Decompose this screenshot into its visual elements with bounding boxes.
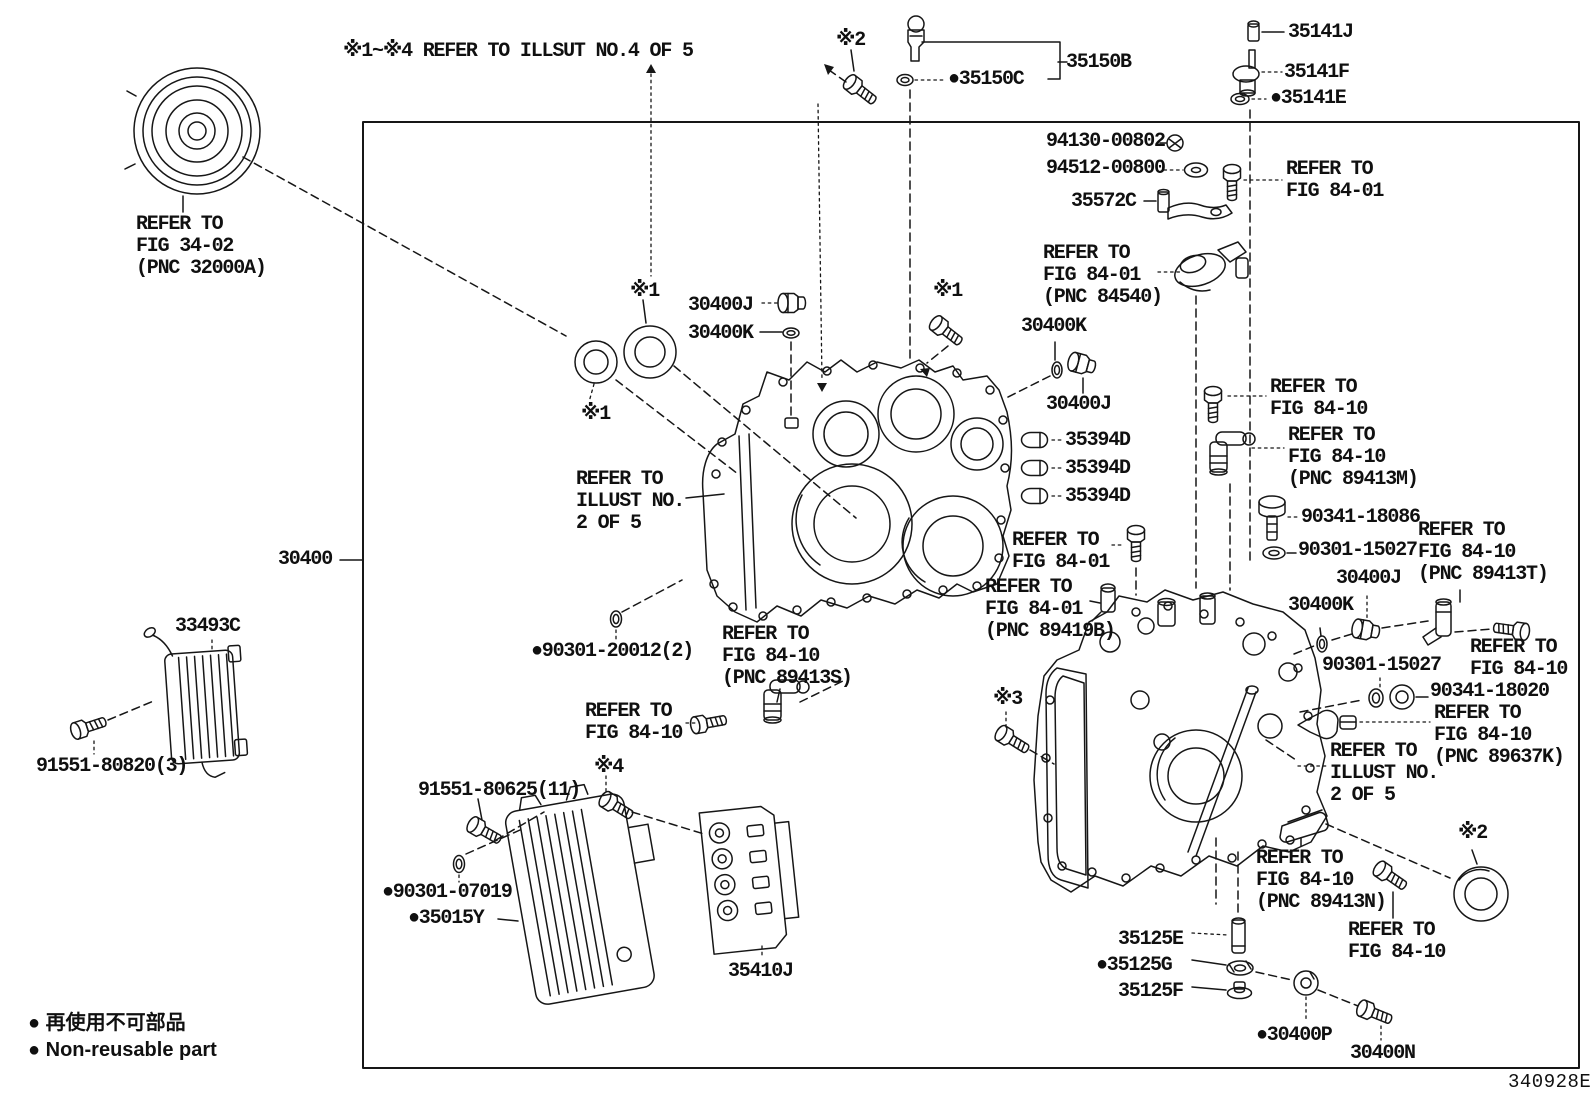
oil-pan-35015Y-drawing bbox=[501, 775, 675, 1006]
neutral-switch-84540-icon bbox=[1158, 242, 1248, 292]
bolt-30400N-icon bbox=[1318, 990, 1396, 1040]
plug-30400-mid-icons bbox=[1006, 342, 1099, 398]
part-35141-icons bbox=[1231, 21, 1284, 560]
washer-30400P-icon bbox=[1256, 971, 1318, 1022]
part-35125-icons bbox=[1192, 838, 1253, 999]
bolt-ref-84-01-mid-icon bbox=[1112, 524, 1146, 596]
washer-94512-icon bbox=[1164, 162, 1209, 178]
bolt-sym4-icon bbox=[595, 776, 704, 834]
gasket-90301-15027-a-icon bbox=[1263, 547, 1296, 559]
sensor-89413S-icon bbox=[686, 679, 845, 736]
oil-seal-drawings bbox=[575, 300, 856, 518]
o-ring-30400K-left-icon bbox=[760, 328, 799, 416]
bolt-sym2-icon bbox=[824, 50, 881, 109]
o-ring-90301-20012-icon bbox=[611, 580, 683, 640]
nut-94130-icon bbox=[1160, 135, 1183, 151]
oil-seal-sym2-icon bbox=[1454, 850, 1508, 921]
o-ring-35150C-icon bbox=[897, 75, 944, 86]
pressure-switch-89637K-icon bbox=[1298, 710, 1430, 738]
o-ring-90301-07019-icon bbox=[454, 830, 521, 882]
diagram-border bbox=[363, 122, 1579, 1068]
breather-tube-89413N-icon bbox=[1280, 810, 1450, 878]
sensor-89413M-icon bbox=[1209, 431, 1284, 476]
sensor-89419B-icon bbox=[1090, 584, 1115, 621]
bolt-se-icon bbox=[1370, 858, 1411, 918]
lever-35572C-icon bbox=[1144, 190, 1232, 220]
bolt-sym3-icon bbox=[991, 712, 1054, 764]
transaxle-housing-drawing bbox=[703, 360, 1012, 622]
plug-90341-18086-icon bbox=[1259, 496, 1298, 540]
sensor-35150B-icon bbox=[908, 16, 1067, 79]
bolt-91551-80820-icon bbox=[67, 700, 156, 754]
bolt-sym1-icon bbox=[920, 312, 967, 377]
valve-body-35410J-drawing bbox=[699, 804, 801, 954]
transaxle-case-drawing bbox=[1034, 590, 1327, 892]
oil-cooler-drawing bbox=[142, 620, 249, 782]
plug-30400J-left-icon bbox=[762, 292, 807, 314]
torque-converter-drawing bbox=[125, 68, 566, 336]
plug-35394D-icons bbox=[1020, 431, 1064, 505]
bolt-ref-84-10-ne-icon bbox=[1203, 385, 1267, 424]
bolt-ref-84-01-top-icon bbox=[1222, 163, 1283, 202]
plug-90341-18020-icons bbox=[1300, 678, 1428, 712]
plug-30400-right-icons bbox=[1294, 590, 1532, 654]
